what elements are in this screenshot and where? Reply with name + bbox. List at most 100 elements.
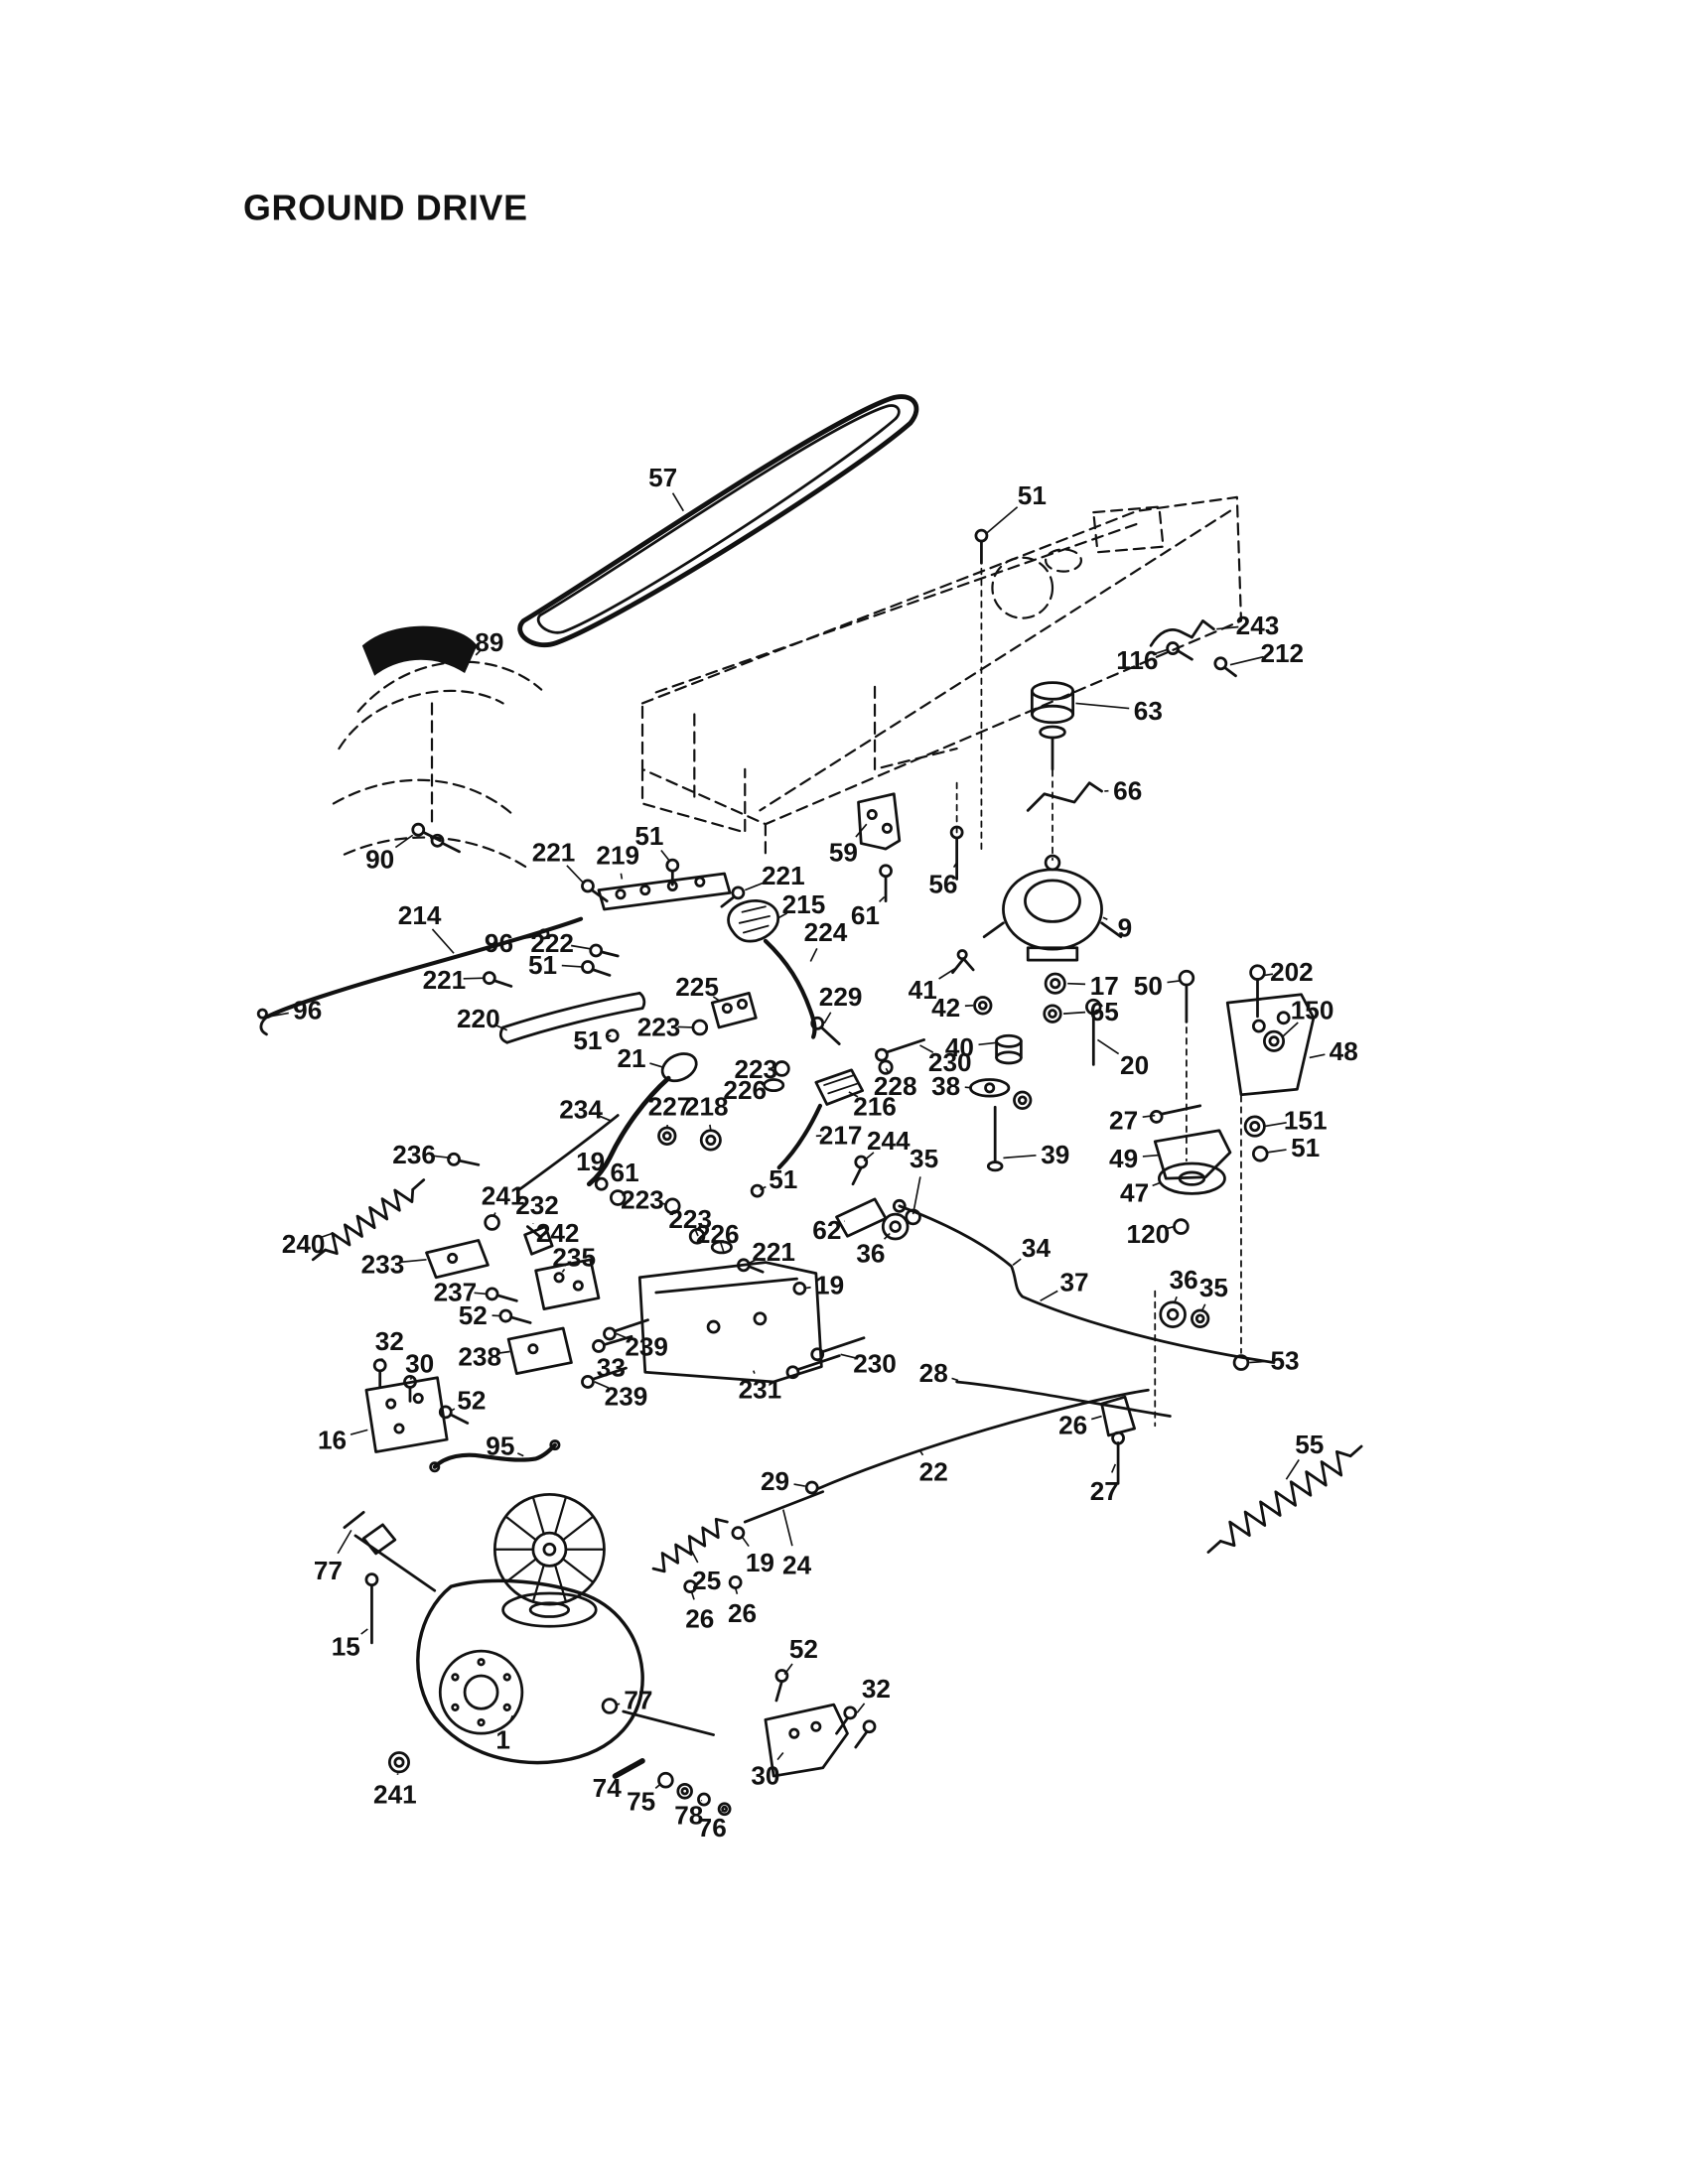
part-callout-96: 96 <box>293 996 322 1025</box>
leader-line <box>1166 1225 1175 1230</box>
washer-42b <box>1013 1090 1033 1110</box>
leader-line <box>498 1350 510 1354</box>
leader-lines <box>269 492 1326 1813</box>
part-callout-40: 40 <box>945 1032 974 1062</box>
leader-line <box>1110 1463 1117 1473</box>
leader-line <box>660 849 671 863</box>
part-callout-51: 51 <box>634 821 663 851</box>
leader-line <box>1200 1303 1206 1312</box>
leader-line <box>321 1232 333 1238</box>
washer-77b <box>601 1698 619 1714</box>
part-callout-235: 235 <box>552 1243 596 1273</box>
leader-line <box>1075 702 1130 710</box>
rod-95 <box>429 1439 561 1473</box>
clevis-29 <box>804 1480 819 1495</box>
leader-line <box>677 1025 693 1028</box>
part-callout-218: 218 <box>685 1091 729 1121</box>
bolt-56-icon <box>949 825 964 881</box>
shift-lever-21 <box>586 1052 698 1187</box>
bolt-52d-icon <box>774 1669 789 1703</box>
leader-line <box>918 1449 924 1456</box>
part-callout-52: 52 <box>789 1634 818 1664</box>
leader-line <box>855 823 868 838</box>
leader-line <box>509 1714 513 1722</box>
clutch-9 <box>982 854 1123 962</box>
page-title: GROUND DRIVE <box>243 188 528 227</box>
leader-line <box>495 1024 508 1031</box>
leader-line <box>660 1202 667 1206</box>
part-callout-222: 222 <box>530 928 574 958</box>
leader-line <box>721 1810 724 1813</box>
screw-212-icon <box>1213 656 1237 678</box>
part-callout-226: 226 <box>723 1075 767 1105</box>
pawl-242 <box>523 1225 554 1256</box>
bolt-239b-icon <box>581 1366 628 1389</box>
part-callout-51: 51 <box>769 1164 797 1194</box>
pulley-38 <box>969 1078 1011 1098</box>
part-callout-228: 228 <box>874 1071 917 1101</box>
leader-line <box>964 1086 972 1089</box>
leader-line <box>1142 1154 1159 1158</box>
bolt-61-icon <box>879 864 893 903</box>
leader-line <box>671 492 685 512</box>
part-callout-39: 39 <box>1041 1140 1069 1169</box>
spring-25 <box>651 1517 729 1573</box>
part-callout-230: 230 <box>928 1047 972 1077</box>
leader-line <box>747 1259 758 1265</box>
bracket-48-150 <box>1225 993 1316 1097</box>
leader-line <box>1264 973 1274 977</box>
washer-241a <box>484 1214 500 1231</box>
leader-line <box>734 1587 739 1594</box>
rod-34-37 <box>898 1204 1276 1364</box>
leader-line <box>883 1232 891 1240</box>
part-callout-47: 47 <box>1120 1178 1149 1208</box>
leader-line <box>776 1752 784 1761</box>
part-callout-244: 244 <box>867 1126 911 1156</box>
part-callout-17: 17 <box>1090 971 1119 1001</box>
part-callout-28: 28 <box>919 1358 948 1388</box>
leader-line <box>561 1268 566 1273</box>
leader-line <box>621 1771 626 1776</box>
part-callout-9: 9 <box>1118 913 1133 943</box>
leader-line <box>654 1783 661 1790</box>
part-callout-30: 30 <box>405 1348 434 1378</box>
leader-line <box>350 1429 368 1435</box>
part-callout-223: 223 <box>734 1054 777 1084</box>
leader-line <box>719 1241 725 1253</box>
part-callout-27: 27 <box>1109 1105 1138 1135</box>
part-callout-61: 61 <box>851 900 880 930</box>
part-callout-24: 24 <box>782 1551 812 1580</box>
part-callout-233: 233 <box>361 1250 405 1280</box>
part-callout-66: 66 <box>1113 775 1142 805</box>
bolt-39-icon <box>986 1105 1004 1172</box>
washer-151 <box>1243 1115 1266 1138</box>
part-callout-76: 76 <box>698 1813 727 1843</box>
part-callout-216: 216 <box>853 1091 897 1121</box>
part-callout-215: 215 <box>782 889 826 919</box>
part-callout-56: 56 <box>928 869 957 898</box>
leader-line <box>978 1041 999 1046</box>
spacer-40 <box>995 1033 1023 1065</box>
part-callout-223: 223 <box>668 1204 712 1234</box>
cotter-pin-41-icon <box>951 949 975 975</box>
bolt-52c-icon <box>438 1405 470 1425</box>
part-callout-38: 38 <box>931 1071 960 1101</box>
leader-line <box>919 1044 934 1054</box>
part-callout-53: 53 <box>1270 1345 1299 1375</box>
bracket-30b <box>764 1703 849 1778</box>
leader-line <box>823 1012 832 1024</box>
leader-line <box>1152 1181 1162 1187</box>
leader-line <box>598 1115 612 1122</box>
part-callout-26: 26 <box>1058 1410 1087 1439</box>
leader-line <box>433 1155 452 1160</box>
leader-line <box>475 648 483 656</box>
leader-line <box>394 834 414 849</box>
leader-line <box>1142 1114 1156 1119</box>
rod-24 <box>743 1490 825 1524</box>
leader-line <box>1267 1149 1287 1154</box>
spring-240 <box>324 1187 415 1256</box>
leader-line <box>1003 1154 1037 1160</box>
part-callout-240: 240 <box>282 1229 326 1259</box>
part-callout-243: 243 <box>1236 611 1280 640</box>
leader-line <box>1285 1458 1300 1480</box>
